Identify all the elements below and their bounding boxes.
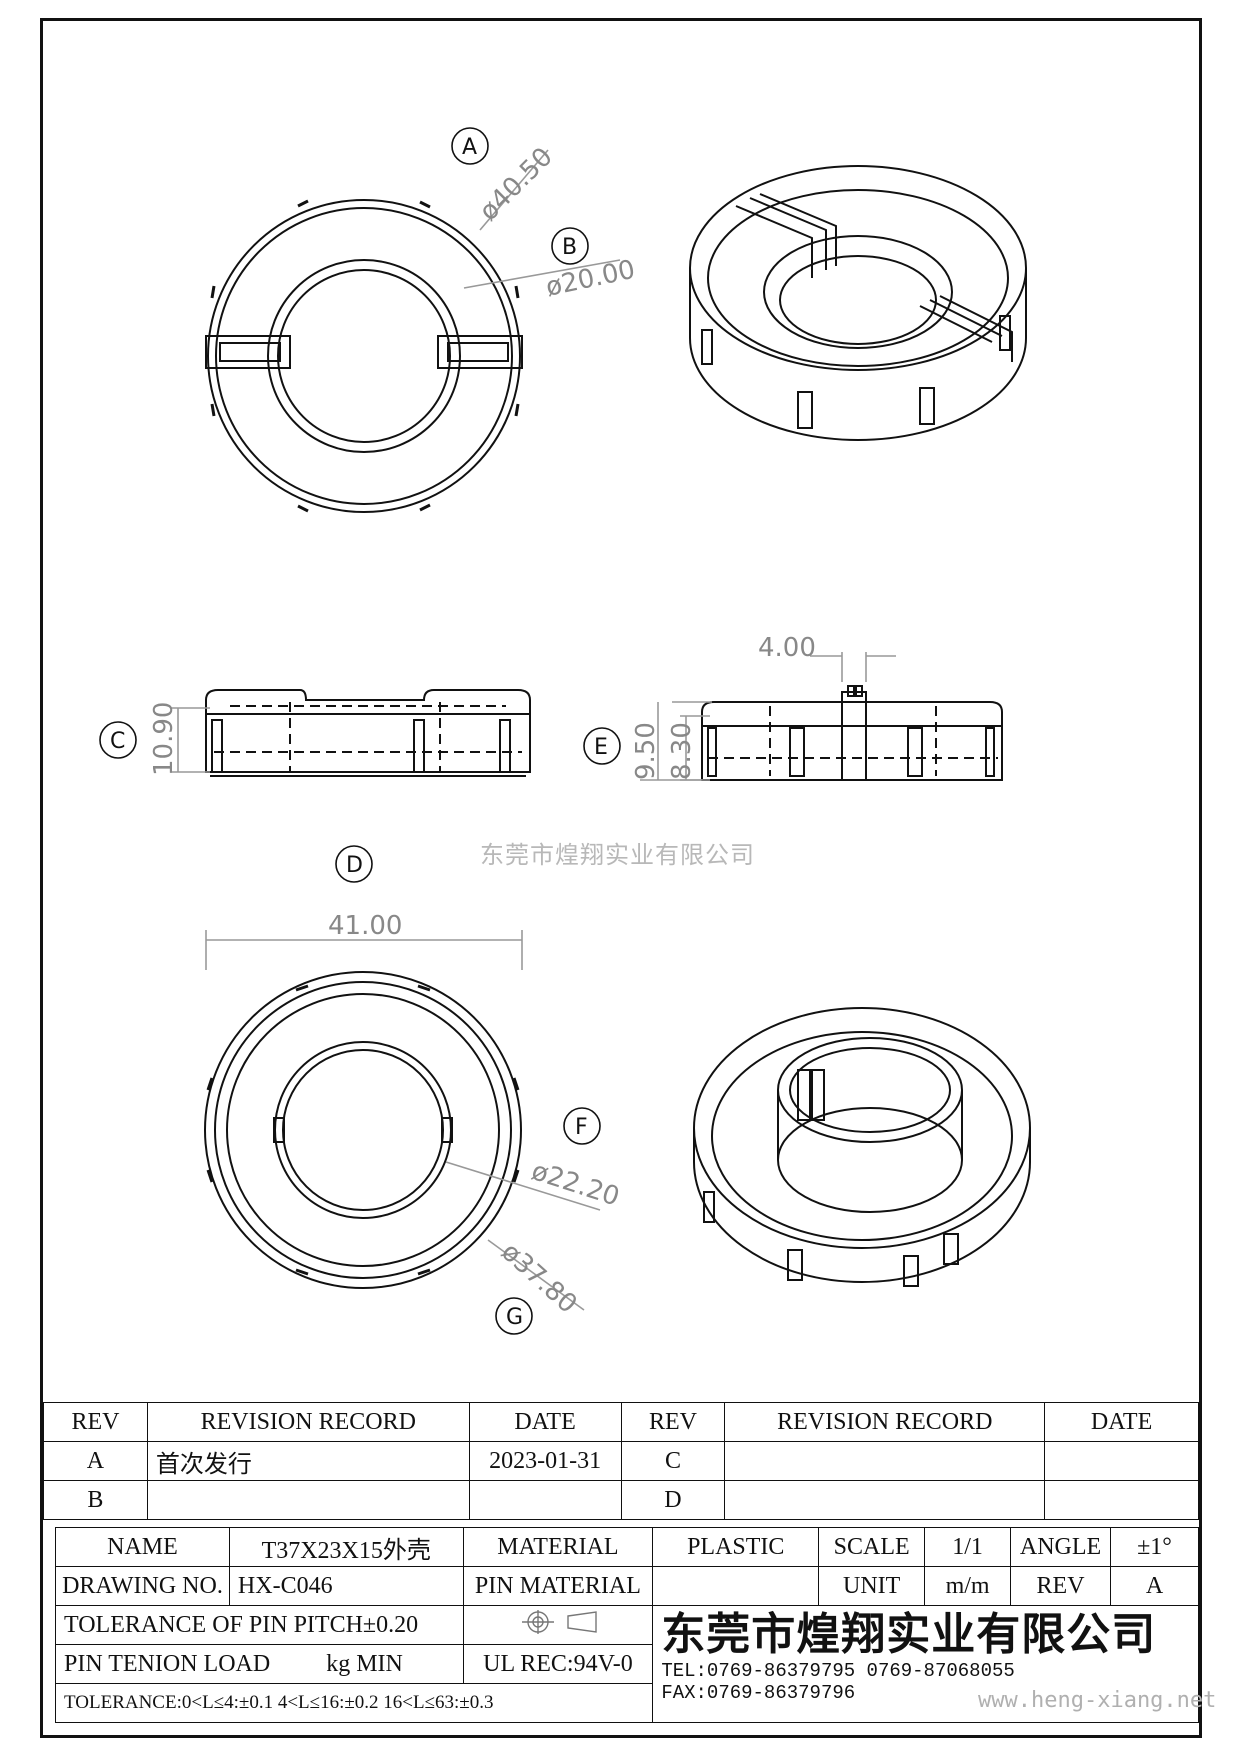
revision-record-cell-2 <box>724 1480 1046 1520</box>
scale-label: SCALE <box>818 1527 926 1567</box>
site-watermark: www.heng-xiang.net <box>978 1688 1217 1713</box>
rev-label: REV <box>1010 1566 1112 1606</box>
dim-side-e-width: 4.00 <box>758 633 816 663</box>
name-label: NAME <box>55 1527 230 1567</box>
material-label: MATERIAL <box>462 1527 654 1567</box>
iso-bottom-view <box>693 1007 1031 1287</box>
projection-icon <box>521 1609 597 1634</box>
dim-side-e-h2: 8.30 <box>667 722 697 780</box>
date-header: DATE <box>468 1402 622 1442</box>
revision-header-row: REV REVISION RECORD DATE REV REVISION RE… <box>43 1402 1199 1442</box>
date-header-2: DATE <box>1044 1402 1199 1442</box>
dim-bottom-width: 41.00 <box>328 911 402 941</box>
revision-record-cell <box>146 1480 470 1520</box>
revision-table: REV REVISION RECORD DATE REV REVISION RE… <box>43 1402 1199 1520</box>
date-cell: 2023-01-31 <box>468 1441 622 1481</box>
unit-value: m/m <box>924 1566 1012 1606</box>
pin-material-label: PIN MATERIAL <box>462 1566 654 1606</box>
drawing-no-label: DRAWING NO. <box>55 1566 230 1606</box>
dim-top-inner: ø20.00 <box>543 255 638 303</box>
dim-bottom-inner: ø22.20 <box>528 1156 623 1212</box>
rev-value: A <box>1110 1566 1199 1606</box>
side-view-c <box>205 689 531 777</box>
callout-e: E <box>594 735 608 760</box>
dim-side-c-height: 10.90 <box>149 702 179 776</box>
date-cell-2 <box>1044 1441 1199 1481</box>
company-block: 东莞市煌翔实业有限公司 TEL:0769-86379795 0769-87068… <box>652 1605 1199 1723</box>
tolerance-pin-pitch: TOLERANCE OF PIN PITCH±0.20 <box>55 1605 464 1645</box>
angle-label: ANGLE <box>1010 1527 1112 1567</box>
rev-cell: B <box>43 1480 148 1520</box>
pin-tension-unit: kg MIN <box>326 1650 403 1677</box>
iso-top-view <box>689 165 1027 441</box>
date-cell <box>468 1480 622 1520</box>
ul-rec: UL REC:94V-0 <box>462 1644 654 1684</box>
scale-value: 1/1 <box>924 1527 1012 1567</box>
callout-a: A <box>462 135 477 160</box>
revision-record-header: REVISION RECORD <box>146 1402 470 1442</box>
company-fax: FAX:0769-86379796 <box>661 1682 856 1704</box>
callout-b: B <box>562 235 577 260</box>
material-value: PLASTIC <box>652 1527 820 1567</box>
top-view <box>205 199 523 513</box>
drawing-no-value: HX-C046 <box>228 1566 464 1606</box>
dim-side-e-h1: 9.50 <box>631 722 661 780</box>
revision-record-cell: 首次发行 <box>146 1441 470 1481</box>
revision-record-header-2: REVISION RECORD <box>724 1402 1046 1442</box>
side-view-e <box>701 685 1003 781</box>
pin-tension-label: PIN TENION LOAD <box>64 1650 271 1677</box>
rev-header-2: REV <box>620 1402 726 1442</box>
rev-header: REV <box>43 1402 148 1442</box>
company-name: 东莞市煌翔实业有限公司 <box>661 1610 1157 1659</box>
table-row: A 首次发行 2023-01-31 C <box>43 1441 1199 1481</box>
pin-tension-row: PIN TENION LOAD kg MIN <box>55 1644 464 1684</box>
callout-f: F <box>575 1115 588 1140</box>
bottom-view <box>204 971 522 1289</box>
drawing-frame <box>40 18 1202 1738</box>
pin-material-value <box>652 1566 820 1606</box>
company-watermark: 东莞市煌翔实业有限公司 <box>480 841 755 869</box>
date-cell-2 <box>1044 1480 1199 1520</box>
unit-label: UNIT <box>818 1566 926 1606</box>
table-row: B D <box>43 1480 1199 1520</box>
callout-c: C <box>110 729 125 754</box>
rev-cell: A <box>43 1441 148 1481</box>
company-tel: TEL:0769-86379795 0769-87068055 <box>661 1660 1015 1682</box>
title-block: NAME T37X23X15外壳 MATERIAL PLASTIC SCALE … <box>54 1527 1199 1723</box>
callout-g: G <box>506 1305 523 1330</box>
revision-record-cell-2 <box>724 1441 1046 1481</box>
angle-value: ±1° <box>1110 1527 1199 1567</box>
rev-cell-2: C <box>620 1441 726 1481</box>
callout-d: D <box>346 853 363 878</box>
name-value: T37X23X15外壳 <box>228 1527 464 1567</box>
rev-cell-2: D <box>620 1480 726 1520</box>
tolerance-general: TOLERANCE:0<L≤4:±0.1 4<L≤16:±0.2 16<L≤63… <box>54 1683 654 1723</box>
projection-symbol <box>462 1605 654 1645</box>
